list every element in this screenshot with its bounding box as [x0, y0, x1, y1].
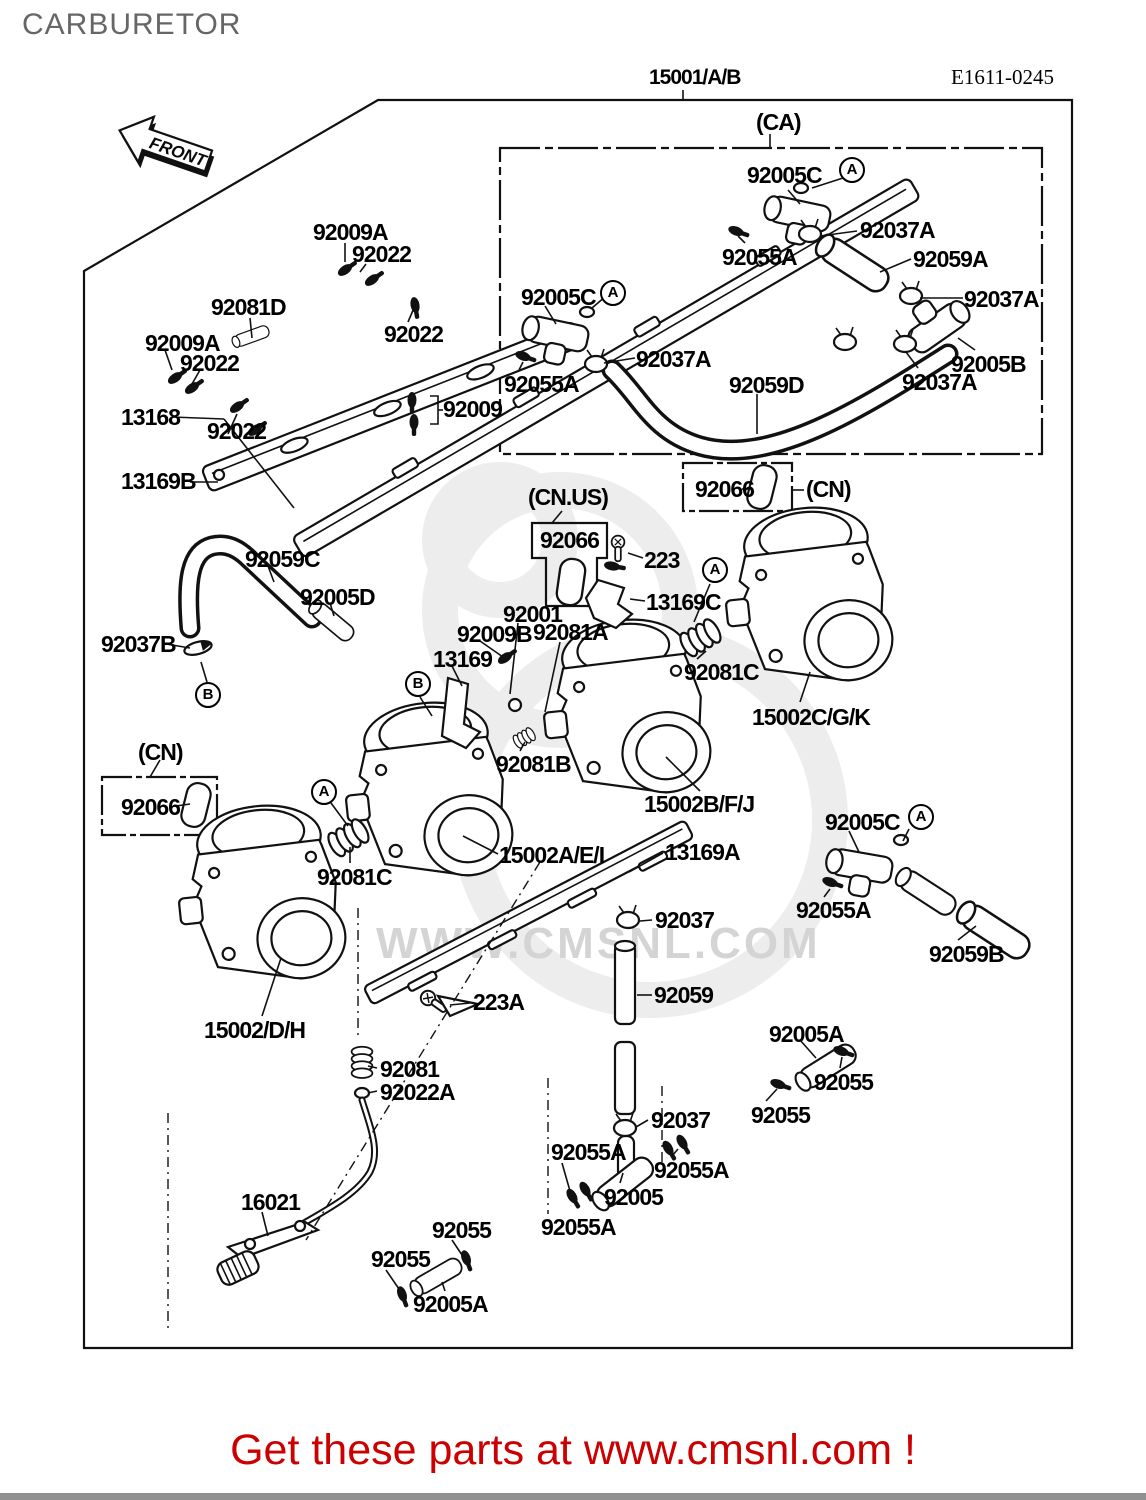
oring-a-left — [578, 305, 596, 319]
plug-92066-top — [743, 461, 781, 513]
clamp-92037a-3 — [832, 325, 858, 352]
oring-a-top — [792, 181, 810, 195]
page-bottom-edge — [0, 1493, 1146, 1500]
hose-92059a — [810, 229, 895, 297]
ring-92022a — [353, 1086, 371, 1100]
clamp-92037a-5 — [583, 347, 609, 374]
construction-lines — [167, 861, 663, 1332]
throttle-cable-16021 — [216, 1096, 379, 1286]
clamp-92037-2 — [612, 1111, 638, 1138]
front-arrow-icon: FRONT — [118, 114, 215, 178]
spring-92081c-left — [323, 815, 373, 860]
footer-promo-link[interactable]: Get these parts at www.cmsnl.com ! — [230, 1426, 916, 1474]
fuel-rail-lower — [201, 321, 583, 492]
cn-option-box-left — [100, 775, 219, 837]
fitting-92005a-right — [791, 1039, 861, 1095]
diagram-border — [82, 98, 1074, 1350]
hose-92059b-2 — [951, 896, 1036, 964]
part-92001 — [507, 697, 523, 713]
hose-92059b-1 — [891, 863, 961, 920]
page-title: CARBURETOR — [22, 8, 242, 41]
hose-92059d — [601, 343, 959, 461]
screw-223 — [610, 534, 626, 563]
hose-92059c — [178, 534, 323, 639]
bracket-13169c — [584, 578, 634, 630]
fitting-92005a-bottom — [406, 1254, 466, 1300]
clamp-92037a-2 — [898, 279, 924, 306]
clamp-92037-1 — [615, 903, 641, 930]
mount-bracket-13169a — [364, 820, 694, 1005]
tube-92059 — [613, 939, 637, 1116]
cn-option-box-top — [681, 461, 794, 513]
cap-92037b — [183, 640, 213, 656]
damper-dots — [165, 224, 856, 1309]
screw-223a — [416, 986, 482, 1018]
bracket-13169 — [440, 676, 482, 750]
spring-92081 — [350, 1045, 374, 1079]
leader-lines — [149, 90, 977, 1292]
